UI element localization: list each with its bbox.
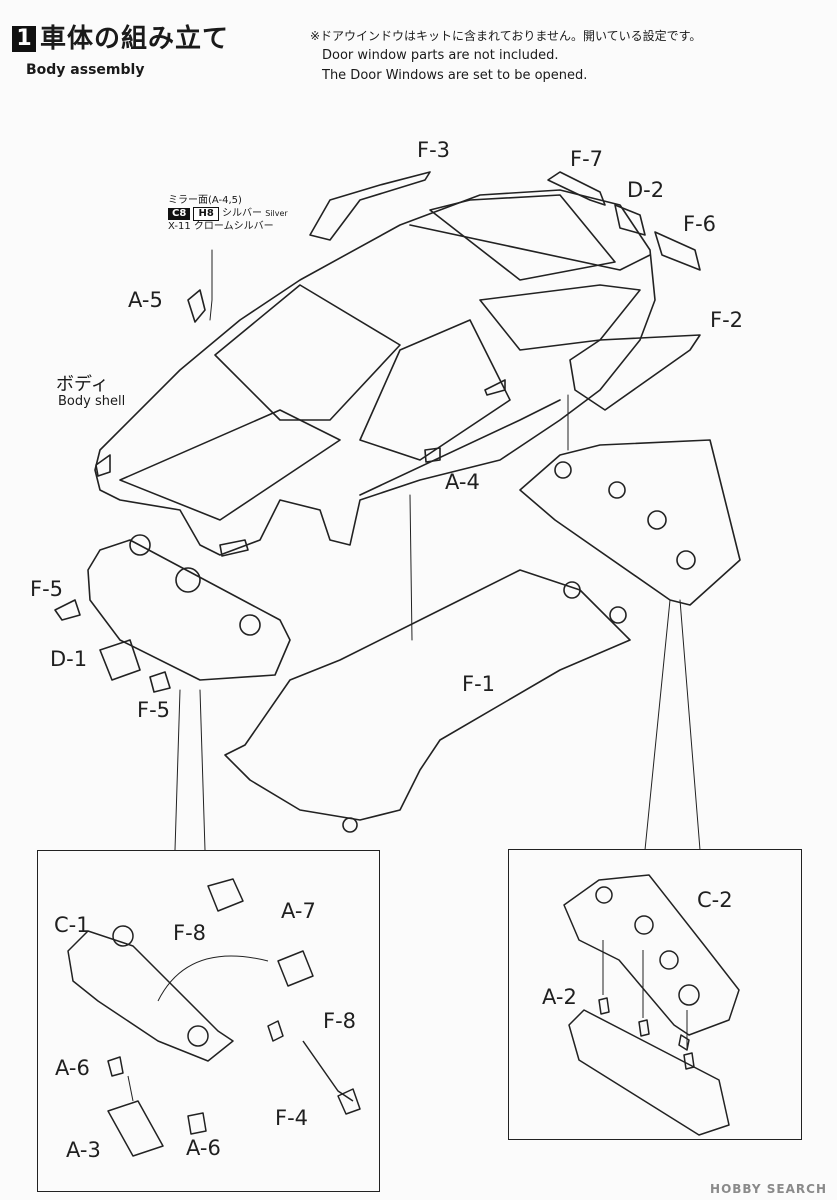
label-c2: C-2 bbox=[697, 888, 733, 912]
door-window-note: ※ドアウインドウはキットに含まれておりません。開いている設定です。 Door w… bbox=[310, 26, 701, 86]
label-a6-right: A-6 bbox=[186, 1136, 221, 1160]
label-c1: C-1 bbox=[54, 913, 90, 937]
note-en-1: Door window parts are not included. bbox=[322, 48, 559, 63]
label-f1: F-1 bbox=[462, 672, 496, 696]
note-en-2: The Door Windows are set to be opened. bbox=[322, 68, 588, 83]
label-f8-upper: F-8 bbox=[173, 921, 207, 945]
floor-drawing bbox=[224, 569, 631, 821]
label-f8-lower: F-8 bbox=[323, 1009, 357, 1033]
label-d2: D-2 bbox=[627, 178, 665, 202]
paint-chip-c8: C8 bbox=[168, 208, 191, 220]
label-f5-upper: F-5 bbox=[30, 577, 64, 601]
label-f7: F-7 bbox=[570, 147, 604, 171]
label-f4: F-4 bbox=[275, 1106, 309, 1130]
label-f6: F-6 bbox=[683, 212, 717, 236]
label-a6-left: A-6 bbox=[55, 1056, 90, 1080]
paint-line2: X-11 クロームシルバー bbox=[168, 221, 274, 232]
detail-box-rear: C-2 A-2 bbox=[508, 849, 802, 1140]
step-subtitle: Body assembly bbox=[26, 62, 145, 78]
label-body-en: Body shell bbox=[58, 394, 126, 409]
label-body-jp: ボディ bbox=[56, 374, 109, 395]
rear-detail-drawing bbox=[563, 874, 740, 1136]
paint-callout: ミラー面(A-4,5) C8 H8 シルバー Silver X-11 クロームシ… bbox=[168, 195, 288, 233]
label-f3: F-3 bbox=[417, 138, 451, 162]
f3-drawing bbox=[309, 171, 431, 241]
label-a4: A-4 bbox=[445, 470, 480, 494]
label-a3: A-3 bbox=[66, 1138, 101, 1162]
label-d1: D-1 bbox=[50, 647, 88, 671]
label-a2: A-2 bbox=[542, 985, 577, 1009]
front-bumper-drawing bbox=[87, 539, 291, 681]
f2-drawing bbox=[569, 334, 701, 411]
label-a5: A-5 bbox=[128, 288, 163, 312]
note-jp: ※ドアウインドウはキットに含まれておりません。開いている設定です。 bbox=[310, 29, 702, 43]
paint-chip-h8: H8 bbox=[193, 207, 219, 221]
detail-box-front: C-1 F-8 A-7 F-8 A-6 F-4 A-3 A-6 bbox=[37, 850, 380, 1192]
body-shell-drawing bbox=[94, 189, 656, 557]
front-detail-drawing bbox=[67, 878, 361, 1157]
paint-name-en: Silver bbox=[265, 209, 288, 218]
label-f2: F-2 bbox=[710, 308, 744, 332]
f7-drawing bbox=[547, 171, 606, 206]
step-number-badge: 1 bbox=[12, 26, 36, 52]
brand-watermark: HOBBY SEARCH bbox=[710, 1182, 827, 1196]
paint-title: ミラー面(A-4,5) bbox=[168, 195, 242, 206]
rear-panel-drawing bbox=[519, 439, 741, 606]
paint-name-jp: シルバー bbox=[222, 208, 262, 219]
step-title: 車体の組み立て bbox=[40, 24, 230, 54]
label-f5-lower: F-5 bbox=[137, 698, 171, 722]
label-a7: A-7 bbox=[281, 899, 316, 923]
